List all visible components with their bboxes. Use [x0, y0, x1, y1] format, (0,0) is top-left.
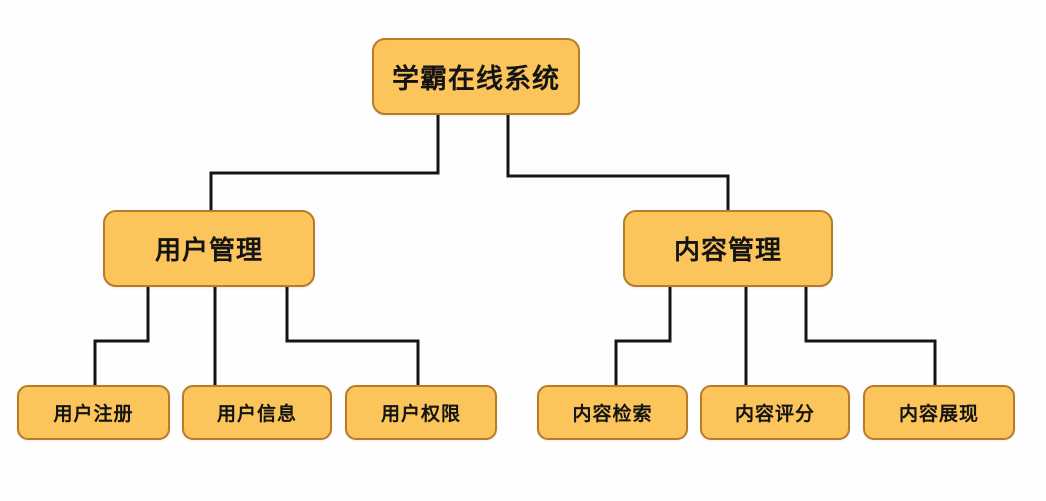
node-user-management-label: 用户管理: [154, 236, 263, 266]
node-content-rating-label: 内容评分: [734, 403, 815, 425]
node-content-display: 内容展现: [863, 385, 1015, 440]
node-content-management-label: 内容管理: [673, 236, 782, 266]
node-content-display-label: 内容展现: [898, 403, 979, 425]
node-user-register: 用户注册: [17, 385, 170, 440]
node-user-permission-label: 用户权限: [380, 403, 461, 425]
edge-user-register: [93, 286, 150, 387]
node-user-management: 用户管理: [103, 210, 315, 287]
node-content-management: 内容管理: [623, 210, 833, 287]
node-user-permission: 用户权限: [345, 385, 497, 440]
edge-root-content: [506, 114, 730, 212]
edge-user-permission: [285, 286, 420, 387]
node-user-info: 用户信息: [182, 385, 332, 440]
edge-root-user: [209, 114, 440, 212]
edge-content-display: [804, 286, 937, 387]
node-user-register-label: 用户注册: [53, 403, 134, 425]
node-user-info-label: 用户信息: [216, 403, 297, 425]
node-content-rating: 内容评分: [700, 385, 850, 440]
node-content-search-label: 内容检索: [572, 403, 653, 425]
node-root: 学霸在线系统: [372, 38, 580, 115]
node-content-search: 内容检索: [537, 385, 688, 440]
edge-content-search: [614, 286, 672, 387]
node-root-label: 学霸在线系统: [392, 64, 560, 95]
